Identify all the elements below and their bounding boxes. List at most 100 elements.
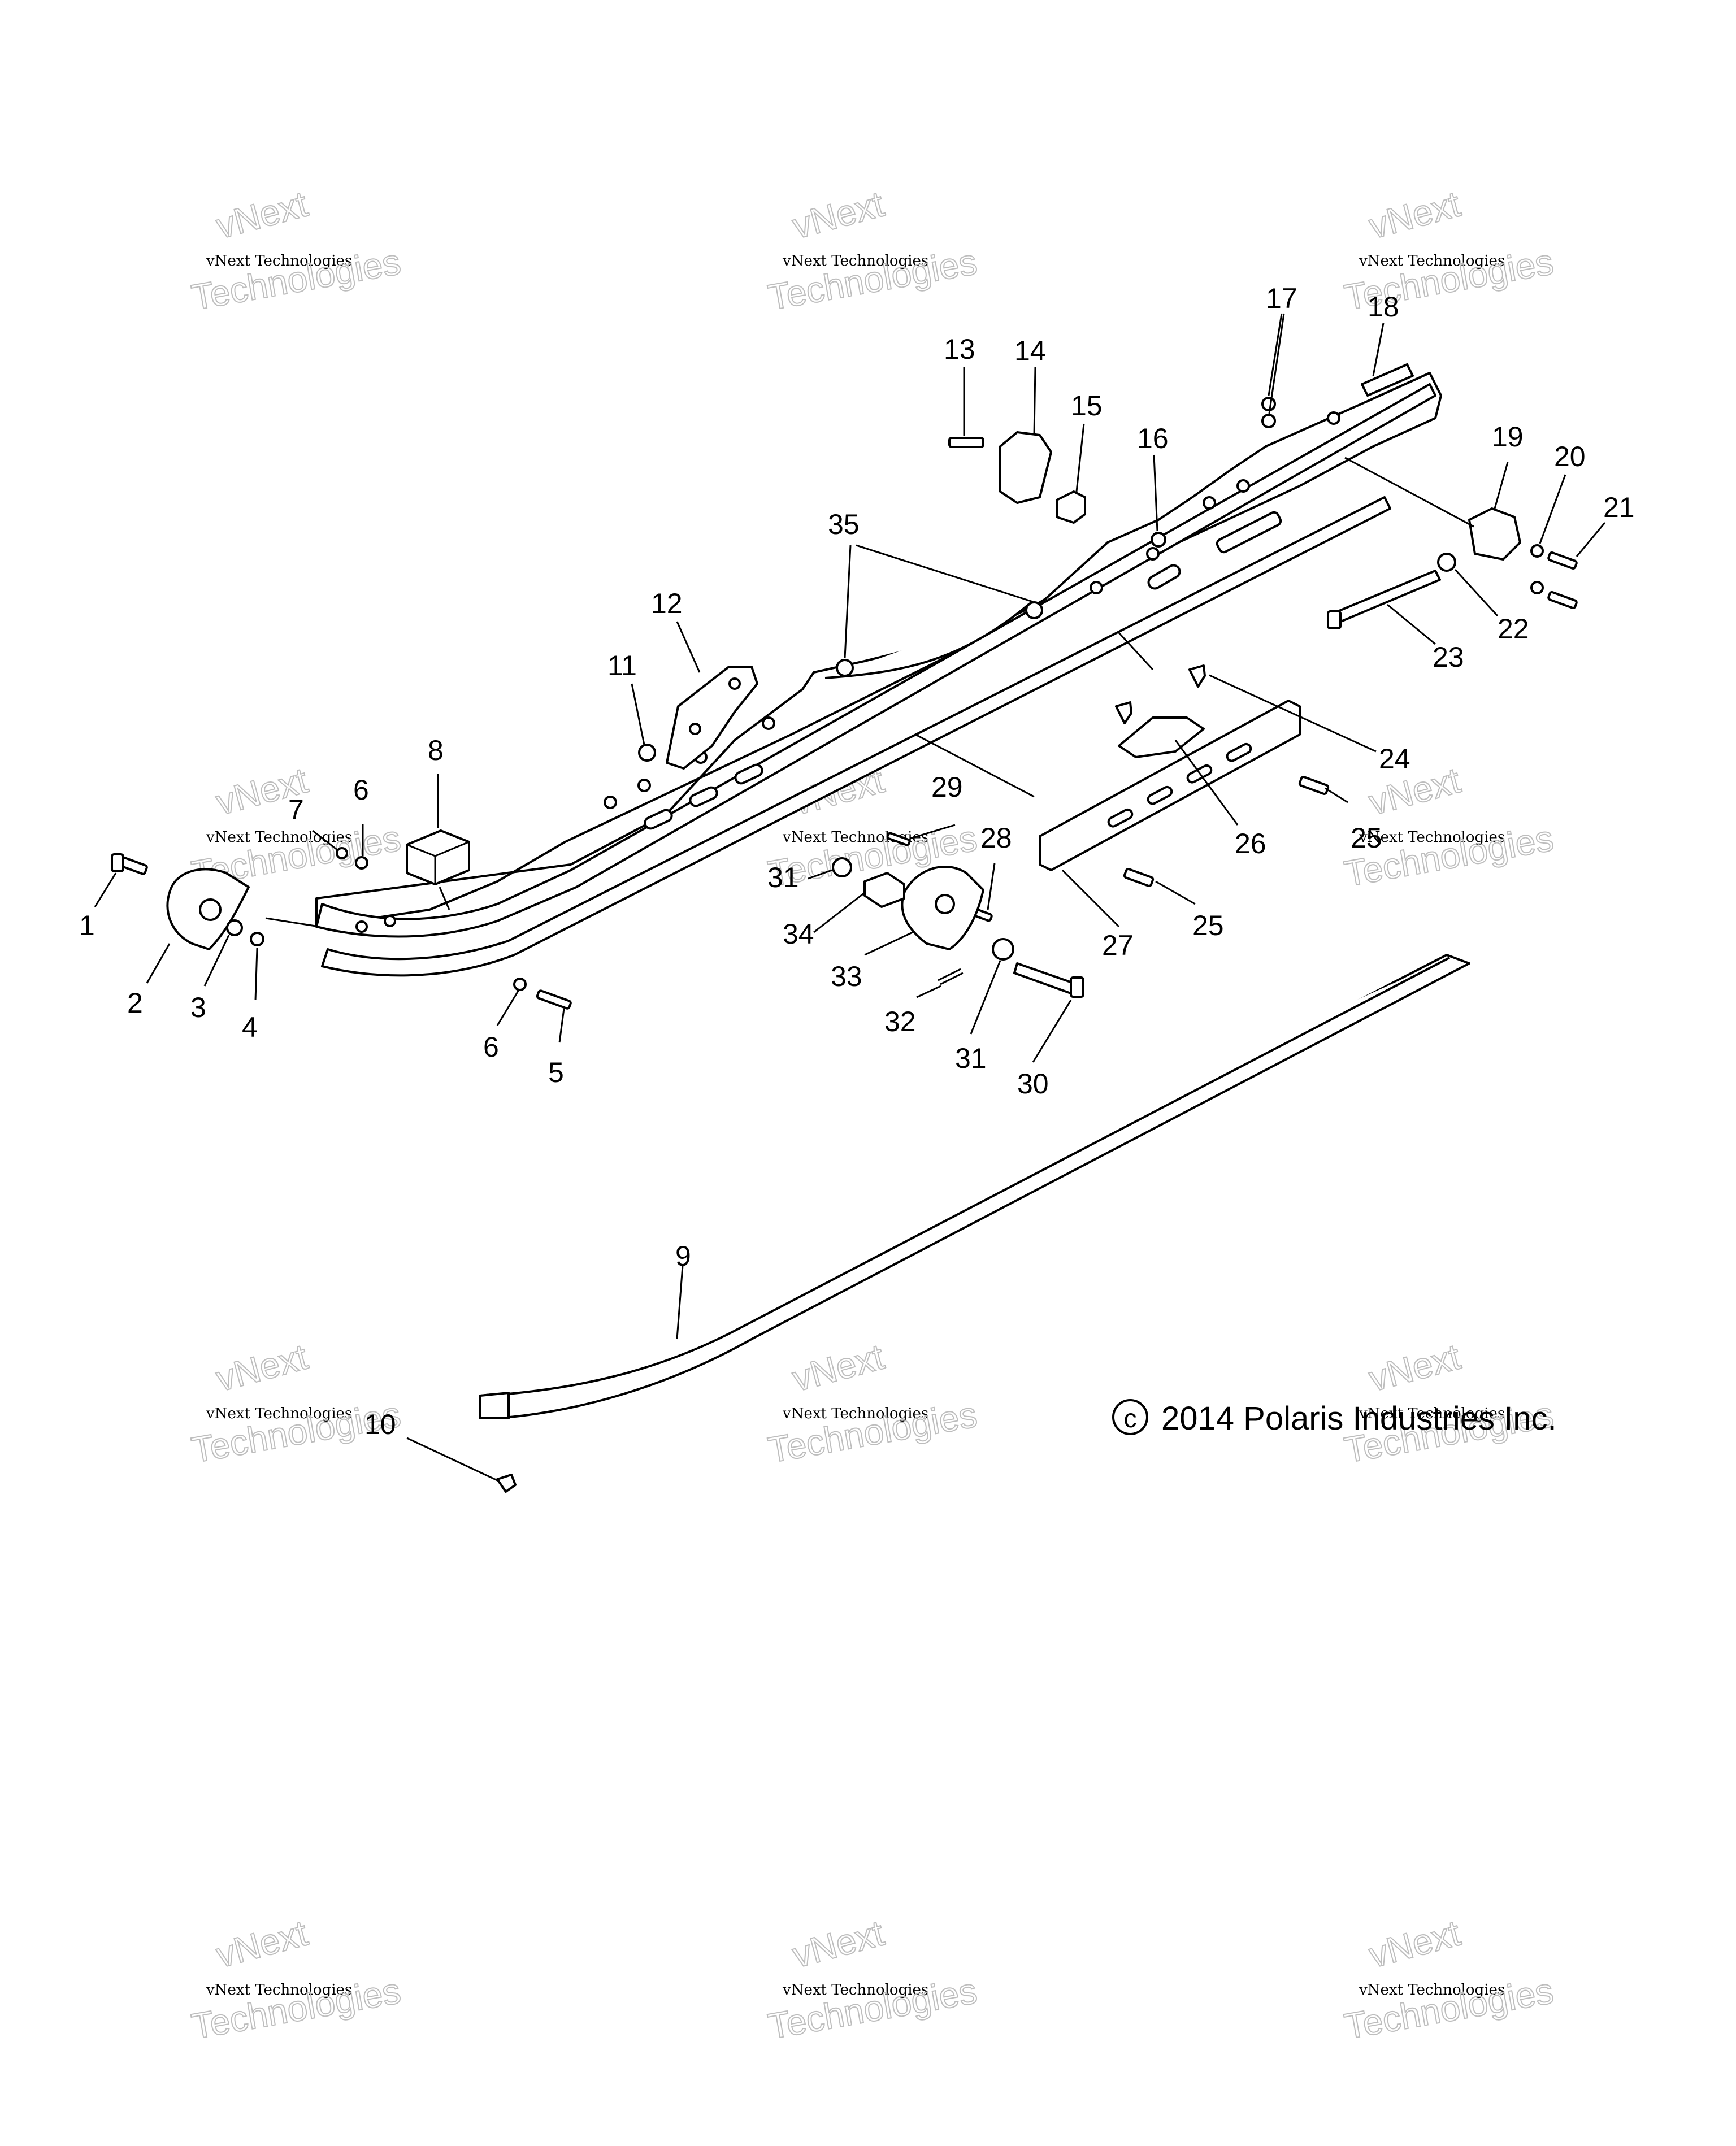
callout-32: 32 [884, 1006, 916, 1037]
leader-11 [631, 683, 645, 745]
part-30-bolt-head [1070, 976, 1084, 998]
part-12-bracket [666, 666, 758, 770]
rail-slot [1216, 511, 1282, 554]
callout-9: 9 [675, 1240, 691, 1272]
part-3-washer [226, 919, 243, 936]
callout-10: 10 [364, 1409, 396, 1440]
callout-26: 26 [1235, 828, 1266, 859]
leader-20 [1539, 474, 1566, 544]
callout-34: 34 [783, 918, 814, 950]
callout-16: 16 [1137, 423, 1169, 454]
rail-hole [1236, 479, 1250, 493]
leader-7 [312, 829, 338, 852]
watermark-text: vNext Technologies [1359, 1405, 1505, 1422]
part-6-washer-upper [355, 856, 368, 870]
watermark-bottom-right: vNext vNext Technologies Technologies [1341, 1912, 1557, 2047]
rail-hole [384, 915, 396, 927]
leader-27 [1061, 869, 1120, 928]
leader-pivot-dash [915, 733, 1035, 798]
callout-27: 27 [1102, 929, 1134, 961]
callout-3: 3 [190, 992, 206, 1023]
rail-side-plate [315, 372, 1442, 928]
leader-26 [1174, 740, 1239, 826]
callout-31-lower: 31 [955, 1042, 987, 1074]
callout-28: 28 [980, 822, 1012, 854]
watermark-text: vNext Technologies [782, 1982, 928, 1999]
watermark-vnext: vNext [212, 1336, 312, 1399]
leader-33 [864, 931, 913, 956]
leader-25a [1325, 787, 1348, 803]
watermark-text: vNext Technologies [782, 1405, 928, 1422]
slide-end-cap [479, 1392, 510, 1419]
part-21-bolt-upper [1547, 551, 1578, 570]
rail-hole [355, 920, 368, 933]
part-27-wear-bar [1039, 700, 1301, 871]
leader-1 [94, 872, 117, 907]
wear-bar-slot [1226, 742, 1252, 762]
leader-5 [558, 1008, 565, 1043]
leader-32 [916, 985, 941, 998]
watermark-text: vNext Technologies [1359, 829, 1505, 846]
leader-29 [909, 824, 956, 840]
part-21-bolt-lower [1547, 590, 1578, 610]
leader-24-dash [1118, 632, 1154, 671]
watermark-vnext: vNext [212, 183, 312, 246]
watermark-text: vNext Technologies [1359, 1982, 1505, 1999]
rail-slot [734, 763, 763, 785]
leader-17b [1268, 313, 1285, 414]
leader-25b [1155, 880, 1196, 905]
leader-18 [1372, 323, 1385, 376]
rail-hole [1146, 547, 1160, 561]
part-11-nut [638, 744, 656, 762]
leader-10 [406, 1437, 498, 1482]
callout-23: 23 [1433, 641, 1464, 673]
watermark-text: vNext Technologies [1359, 253, 1505, 270]
watermark-vnext: vNext [788, 1912, 888, 1975]
part-7-nut [336, 847, 348, 859]
part-12-hole [689, 723, 701, 735]
callout-4: 4 [242, 1011, 258, 1043]
slide-assembly [479, 954, 1470, 1419]
part-4-nut [250, 932, 264, 946]
callout-19: 19 [1492, 421, 1524, 453]
callout-20: 20 [1554, 441, 1586, 472]
callout-14: 14 [1014, 335, 1046, 367]
part-29-pin [886, 832, 911, 846]
rail-front-curve [315, 383, 1436, 938]
part-20-washer [1530, 544, 1544, 558]
watermark-top-center: vNext vNext Technologies Technologies [765, 183, 980, 318]
callout-18: 18 [1368, 291, 1399, 323]
part-31-washer-upper [832, 857, 852, 877]
wear-bar-slot [1107, 808, 1134, 828]
leader-2 [146, 943, 171, 984]
watermark-lower-left: vNext vNext Technologies Technologies [188, 1335, 404, 1471]
callout-22: 22 [1498, 613, 1529, 645]
callout-15: 15 [1071, 390, 1103, 422]
watermark-vnext: vNext [788, 183, 888, 246]
part-15-spacer [1056, 490, 1086, 524]
rail-slot [644, 809, 673, 830]
rail-slots [644, 511, 1282, 830]
rail-top-profile [824, 603, 1030, 679]
rail-assembly [315, 363, 1442, 977]
copyright-symbol: c [1124, 1404, 1137, 1433]
wear-bar-slot [1147, 785, 1173, 805]
part-25-bolt-upper [1298, 776, 1330, 795]
slide-top-edge [485, 957, 1450, 1397]
part-13-bolt [948, 437, 984, 448]
callout-25-upper: 25 [1351, 822, 1382, 854]
watermark-text: vNext Technologies [206, 1405, 352, 1422]
leader-12 [676, 621, 701, 673]
leader-30 [1032, 1000, 1072, 1063]
part-16-nut [1151, 532, 1166, 548]
leader-31a [808, 869, 832, 880]
leader-3 [203, 935, 230, 987]
leader-14 [1033, 367, 1036, 436]
part-22-nut [1437, 553, 1456, 572]
part-23-long-bolt [1333, 570, 1441, 624]
watermark-text: vNext Technologies [782, 253, 928, 270]
copyright-notice: c 2014 Polaris Industries Inc. [1112, 1399, 1557, 1437]
watermark-vnext: vNext [1365, 183, 1465, 246]
part-8-block-edge [406, 841, 470, 884]
leader-6b [496, 989, 520, 1026]
